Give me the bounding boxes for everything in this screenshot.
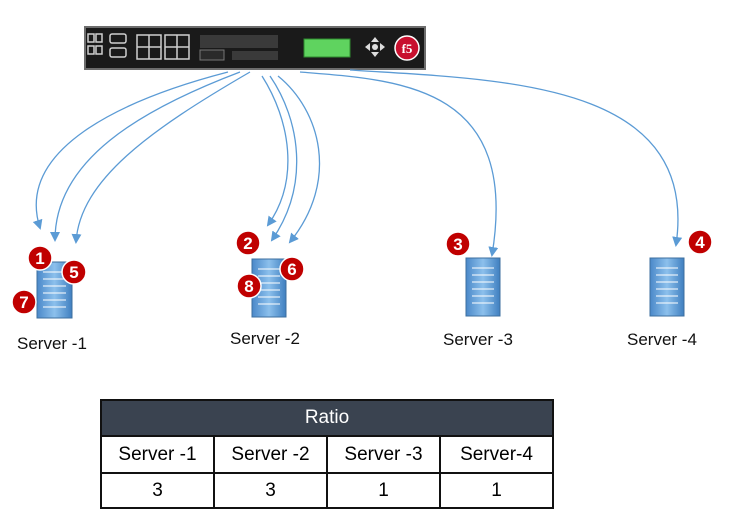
ratio-table-title: Ratio <box>100 399 554 437</box>
arrow-request-2 <box>261 75 289 227</box>
ratio-column-server-4: Server-4 <box>439 435 554 474</box>
ratio-column-server-3: Server -3 <box>326 435 441 474</box>
navigation-pad-icon <box>365 37 385 57</box>
svg-text:3: 3 <box>453 235 462 254</box>
arrow-request-3 <box>299 71 499 257</box>
port-block-icon <box>87 33 190 60</box>
server-4-label: Server -4 <box>627 330 697 349</box>
request-badge-1: 1 <box>27 245 53 271</box>
svg-text:8: 8 <box>244 277 253 296</box>
request-badge-7: 7 <box>11 289 37 315</box>
lcd-display <box>303 38 351 58</box>
ratio-value-server-3: 1 <box>326 472 441 509</box>
f5-logo-icon <box>394 35 420 61</box>
server-4-icon <box>649 257 685 317</box>
ratio-column-server-2: Server -2 <box>213 435 328 474</box>
server-1-label: Server -1 <box>17 334 87 353</box>
arrow-request-5 <box>50 71 241 242</box>
server-3-icon <box>465 257 501 317</box>
svg-text:4: 4 <box>695 233 705 252</box>
request-arrows <box>32 69 683 257</box>
f5-logo-text: f5 <box>402 41 413 56</box>
arrow-request-1 <box>32 71 229 230</box>
ratio-value-server-4: 1 <box>439 472 554 509</box>
svg-text:6: 6 <box>287 260 296 279</box>
svg-text:7: 7 <box>19 293 28 312</box>
arrow-request-4 <box>349 69 683 247</box>
request-badge-6: 6 <box>279 256 305 282</box>
request-badge-4: 4 <box>687 229 713 255</box>
arrow-request-8 <box>277 75 321 244</box>
svg-text:1: 1 <box>35 249 44 268</box>
request-badge-5: 5 <box>61 259 87 285</box>
server-3-label: Server -3 <box>443 330 513 349</box>
ratio-value-server-1: 3 <box>100 472 215 509</box>
ratio-value-server-2: 3 <box>213 472 328 509</box>
svg-text:2: 2 <box>243 234 252 253</box>
ratio-table: Ratio Server -1 Server -2 Server -3 Serv… <box>100 399 554 509</box>
module-slot-top <box>200 35 278 48</box>
ratio-column-server-1: Server -1 <box>100 435 215 474</box>
arrow-request-6 <box>269 75 298 242</box>
server-2-label: Server -2 <box>230 329 300 348</box>
load-balancer-device: f5 <box>84 26 426 70</box>
arrow-request-7 <box>71 71 251 244</box>
request-badge-8: 8 <box>236 273 262 299</box>
request-badge-2: 2 <box>235 230 261 256</box>
module-slot-right <box>232 51 278 60</box>
module-slot-bottom <box>199 49 225 61</box>
svg-text:5: 5 <box>69 263 78 282</box>
request-badge-3: 3 <box>445 231 471 257</box>
